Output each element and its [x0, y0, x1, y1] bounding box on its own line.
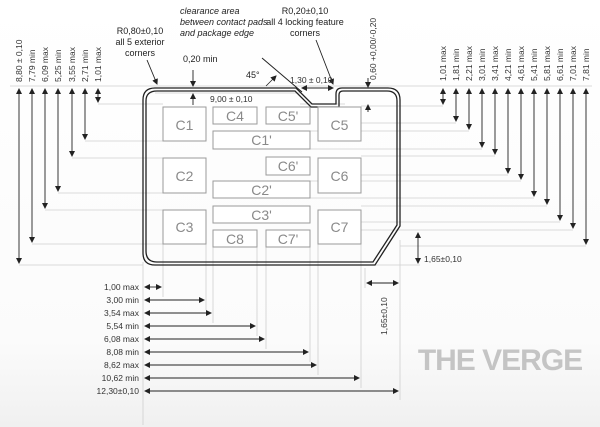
- label-c6-prime: C6': [278, 158, 299, 174]
- left-dim-label: 1,01 max: [93, 46, 103, 82]
- label-c6: C6: [331, 168, 349, 184]
- bottom-dim-label: 8,08 min: [106, 347, 139, 357]
- right-dim-label: 5,81 max: [542, 45, 552, 81]
- notch-width-label: 1,30 ± 0,10: [290, 75, 333, 85]
- locking-radius-note: R0,20±0,10 all 4 locking feature corners: [266, 6, 344, 38]
- label-c8: C8: [226, 231, 244, 247]
- contact-pads: [162, 106, 362, 248]
- contact-c3-prime: [212, 205, 311, 224]
- angle-annotation: 45°: [246, 57, 303, 93]
- note-line: between contact pads: [180, 17, 268, 27]
- bottom-dim-label: 8,62 max: [104, 360, 140, 370]
- left-dim-label: 5,25 min: [53, 49, 63, 82]
- label-c4: C4: [226, 108, 244, 124]
- exterior-radius-note: R0,80±0,10 all 5 exterior corners: [115, 26, 164, 58]
- bottom-dim-label: 5,54 min: [106, 321, 139, 331]
- guide-lines: [10, 85, 592, 425]
- right-dim-label: 4,21 min: [503, 48, 513, 81]
- note-line: corners: [290, 28, 321, 38]
- clearance-note: clearance area between contact pads and …: [180, 6, 268, 38]
- angle-arc: [265, 75, 277, 87]
- label-c2-prime: C2': [251, 182, 272, 198]
- contact-c7: [317, 209, 362, 245]
- right-dimension-labels: 1,01 max 1,81 min 2,21 max 3,01 min 3,41…: [438, 45, 591, 81]
- watermark-logo: THE VERGE: [418, 344, 582, 377]
- pad-labels: C1 C4 C5' C5 C1' C2 C6' C6 C2' C3 C3' C8…: [176, 108, 349, 247]
- clearance-min-dimension: 0,20 min: [183, 54, 218, 105]
- label-c7-prime: C7': [278, 231, 299, 247]
- chamfer-dimensions: [366, 232, 421, 286]
- left-dimension-arrows: [16, 88, 101, 264]
- pad-span-label: 9,00 ± 0,10: [210, 94, 253, 104]
- left-dim-label: 2,71 min: [80, 49, 90, 82]
- bottom-dim-label: 12,30±0,10: [97, 386, 140, 396]
- contact-c2-prime: [212, 180, 311, 199]
- sim-inner-edge: [145, 90, 398, 263]
- bottom-dim-label: 1,00 max: [104, 282, 140, 292]
- right-dim-label: 3,01 min: [477, 48, 487, 81]
- exterior-radius-leader: [146, 59, 158, 85]
- contact-c4: [212, 106, 258, 125]
- bottom-dim-label: 10,62 min: [102, 373, 140, 383]
- notch-depth-label: 0,60 +0,00/-0,20: [368, 18, 378, 80]
- note-line: clearance area: [180, 6, 240, 16]
- left-dim-label: 6,09 max: [40, 46, 50, 82]
- note-line: and package edge: [180, 28, 254, 38]
- label-c1-prime: C1': [251, 132, 272, 148]
- contact-c7-prime: [265, 229, 311, 248]
- bottom-dim-label: 3,54 max: [104, 308, 140, 318]
- contact-c8: [212, 229, 258, 248]
- contact-c2: [162, 157, 207, 194]
- contact-c1-prime: [212, 130, 311, 150]
- right-dim-label: 4,61 max: [516, 45, 526, 81]
- right-dim-label: 2,21 max: [464, 45, 474, 81]
- angle-label: 45°: [246, 70, 260, 80]
- notch-width-dimension: 1,30 ± 0,10: [290, 75, 334, 91]
- note-line: all 5 exterior: [115, 37, 164, 47]
- note-line: R0,20±0,10: [282, 6, 328, 16]
- bottom-dim-label: 3,00 min: [106, 295, 139, 305]
- label-c5-prime: C5': [278, 108, 299, 124]
- locking-radius-leader: [315, 39, 334, 85]
- contact-c3: [162, 209, 207, 245]
- left-dim-label: 8,80 ± 0,10: [14, 39, 24, 82]
- label-c1: C1: [176, 117, 194, 133]
- sim-outer-edge: [142, 87, 401, 266]
- right-dim-label: 7,81 min: [581, 48, 591, 81]
- sim-outline: [142, 87, 401, 266]
- contact-c1: [162, 106, 207, 142]
- note-line: all 4 locking feature: [266, 17, 344, 27]
- contact-c6: [317, 157, 362, 194]
- bottom-dimension-labels: 1,00 max 3,00 min 3,54 max 5,54 min 6,08…: [97, 282, 140, 396]
- label-c3: C3: [176, 219, 194, 235]
- contact-c6-prime: [265, 156, 311, 176]
- left-dim-label: 3,55 max: [67, 46, 77, 82]
- contact-c5: [317, 106, 362, 142]
- label-c3-prime: C3': [251, 207, 272, 223]
- right-dim-label: 7,01 max: [568, 45, 578, 81]
- label-c5: C5: [331, 117, 349, 133]
- note-line: R0,80±0,10: [117, 26, 163, 36]
- right-dim-label: 1,81 min: [451, 48, 461, 81]
- pad-span-dimension: 9,00 ± 0,10: [210, 94, 253, 104]
- right-dim-label: 1,01 max: [438, 45, 448, 81]
- chamfer-vertical-label: 1,65±0,10: [424, 254, 462, 264]
- notch-depth-dimension: 0,60 +0,00/-0,20: [365, 18, 378, 112]
- chamfer-horizontal-label: 1,65±0,10: [379, 297, 389, 335]
- label-c7: C7: [331, 219, 349, 235]
- label-c2: C2: [176, 168, 194, 184]
- note-line: corners: [125, 48, 156, 58]
- right-dim-label: 3,41 max: [490, 45, 500, 81]
- right-dim-label: 6,61 min: [555, 48, 565, 81]
- right-dim-label: 5,41 min: [529, 48, 539, 81]
- right-dimension-arrows: [440, 88, 589, 245]
- bottom-dim-label: 6,08 max: [104, 334, 140, 344]
- clearance-min-label: 0,20 min: [183, 54, 218, 64]
- angle-leader: [261, 57, 303, 93]
- contact-c5-prime: [265, 106, 311, 125]
- left-dimension-labels: 8,80 ± 0,10 7,79 min 6,09 max 5,25 min 3…: [14, 39, 103, 82]
- bottom-dimension-arrows: [144, 284, 399, 394]
- left-dim-label: 7,79 min: [27, 49, 37, 82]
